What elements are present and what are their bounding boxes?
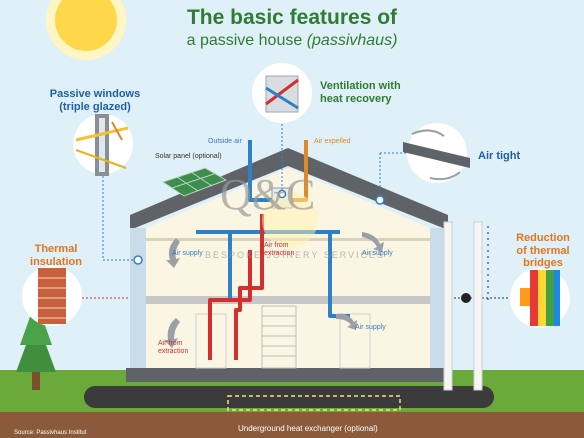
- air-supply-right-label: Air supply: [362, 250, 393, 257]
- air-expelled-label: Air expelled: [314, 138, 351, 145]
- soil: [0, 412, 584, 438]
- air-supply-bottom-label: Air supply: [355, 324, 386, 331]
- watermark-logo: Q&C: [220, 170, 316, 219]
- tree-icon: [16, 300, 56, 390]
- heat-exchanger-dashed: [227, 395, 401, 411]
- base-slab: [126, 368, 450, 382]
- passive-windows-label: Passive windows(triple glazed): [49, 88, 141, 113]
- airflow-arrows: [164, 232, 384, 348]
- thermal-insulation-callout: [22, 266, 130, 326]
- air-supply-left-label: Air supply: [172, 250, 203, 257]
- passive-window-callout: [73, 114, 143, 265]
- right-wall: [430, 228, 446, 374]
- left-wall: [130, 228, 146, 374]
- outside-air-label: Outside air: [208, 138, 242, 145]
- door: [339, 313, 371, 369]
- diagram-subtitle: a passive house (passivhaus): [186, 32, 398, 49]
- diagram-title: The basic features of: [186, 6, 398, 29]
- staircase: [261, 305, 297, 369]
- outside-air-duct: [248, 140, 272, 202]
- heat-glow: [262, 192, 318, 248]
- external-posts: [443, 221, 489, 391]
- watermark-text: BESPOKE JOINERY SERVICES: [205, 250, 386, 260]
- air-tight-label: Air tight: [478, 150, 521, 162]
- source-credit: Source: Passivhaus Institut: [14, 430, 87, 436]
- thermal-bridge-callout: [446, 268, 570, 328]
- heat-exchanger-pipe: [84, 386, 494, 408]
- middle-floor: [146, 296, 430, 304]
- ventilation-callout: [252, 63, 312, 199]
- red-extract-duct: [208, 214, 264, 360]
- air-tight-callout: [375, 123, 470, 205]
- sun-icon: [46, 0, 126, 60]
- solar-panel-icon: [161, 167, 228, 197]
- house-interior: [146, 168, 430, 372]
- solar-panel-label: Solar panel (optional): [155, 153, 222, 160]
- underground-heat-exchanger-label: Underground heat exchanger (optional): [238, 424, 378, 433]
